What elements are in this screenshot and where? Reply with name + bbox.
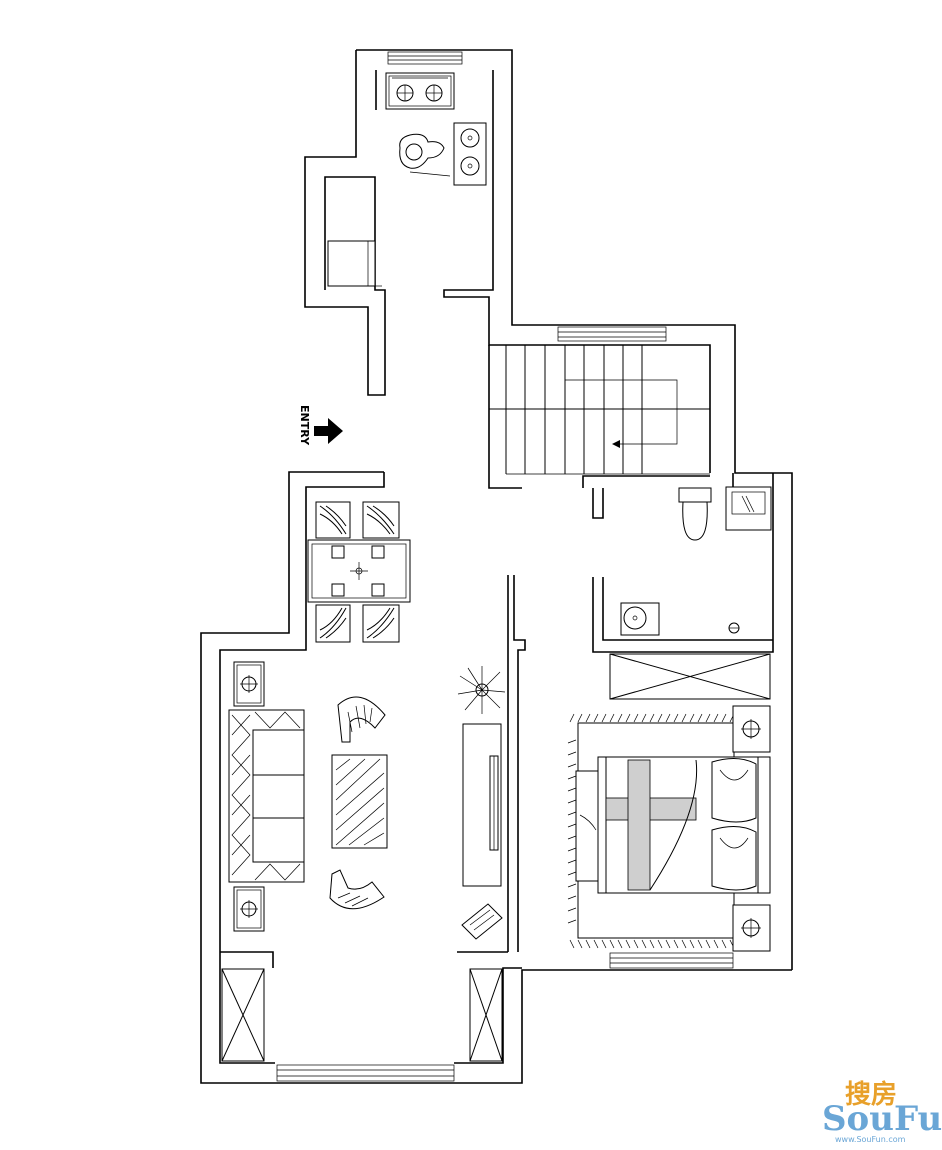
dining-table-icon	[307, 539, 411, 603]
dining-chair-icon	[315, 604, 351, 643]
magazine-icon	[461, 903, 503, 940]
side-table-lamp-icon	[233, 886, 265, 932]
floor-drain-icon	[728, 622, 740, 634]
nightstand-icon	[732, 904, 771, 952]
coffee-table-icon	[331, 754, 388, 849]
sofa-icon	[228, 709, 305, 883]
double-sink-icon	[453, 122, 487, 186]
tv-cabinet-icon	[462, 723, 502, 887]
side-table-lamp-icon	[233, 661, 265, 707]
watermark-brand: SouFun	[822, 1099, 942, 1139]
living-room	[221, 661, 506, 1062]
basin-icon	[620, 602, 660, 636]
toilet-icon	[678, 487, 712, 541]
staircase	[489, 345, 710, 475]
bed-icon	[597, 756, 771, 894]
dining-chair-icon	[362, 501, 400, 539]
entry-arrow-icon	[314, 418, 343, 444]
windows	[276, 51, 734, 1082]
plant-icon	[457, 666, 506, 714]
pillow-icon	[575, 770, 599, 882]
living-window	[276, 1064, 455, 1082]
dining-chair-icon	[362, 604, 400, 643]
entry-label: ENTRY	[298, 405, 311, 446]
bedroom	[567, 653, 771, 952]
armchair-icon	[329, 869, 385, 910]
exterior-walls	[200, 49, 793, 1084]
refrigerator-icon	[327, 240, 382, 287]
cabinet-icon	[469, 968, 503, 1062]
wardrobe-icon	[609, 653, 771, 700]
stair-window	[557, 326, 667, 342]
cabinet-icon	[221, 968, 265, 1062]
kitchen-window	[387, 51, 463, 65]
dining-chair-icon	[315, 501, 351, 539]
bedroom-window	[609, 952, 734, 969]
person-figure-icon	[399, 133, 451, 177]
bathroom	[620, 486, 772, 636]
nightstand-icon	[732, 705, 771, 753]
dining-area	[307, 501, 411, 643]
watermark-chinese: 搜房	[845, 1080, 897, 1110]
soufun-watermark: 搜房 SouFun www.SouFun.com	[822, 1080, 942, 1144]
kitchen	[327, 72, 487, 287]
washing-machine-icon	[725, 486, 772, 531]
watermark-url: www.SouFun.com	[835, 1135, 906, 1144]
entry-marker: ENTRY	[298, 405, 343, 446]
gas-stove-icon	[385, 72, 455, 110]
armchair-icon	[337, 696, 386, 743]
